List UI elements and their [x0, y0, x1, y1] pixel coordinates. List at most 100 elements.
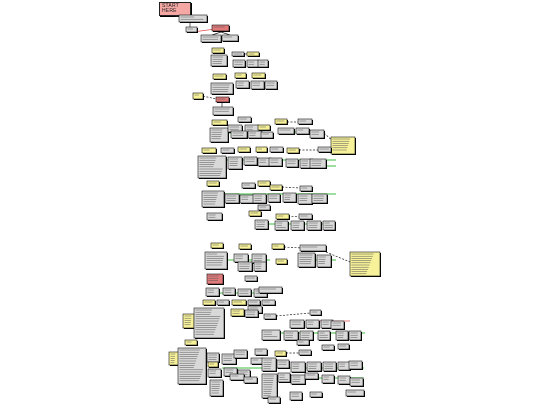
node-box[interactable]	[322, 220, 336, 231]
node-box[interactable]	[304, 372, 319, 380]
node-box[interactable]	[316, 254, 332, 268]
node-box[interactable]	[322, 361, 337, 372]
node-box[interactable]	[298, 349, 312, 356]
node-box[interactable]	[209, 127, 229, 143]
note-box[interactable]	[206, 180, 220, 187]
node-box[interactable]	[252, 193, 267, 204]
node-box[interactable]	[337, 375, 351, 385]
node-box[interactable]	[177, 347, 207, 385]
node-box[interactable]	[297, 252, 316, 268]
node-box[interactable]	[243, 156, 258, 166]
note-box[interactable]	[212, 73, 227, 80]
note-box[interactable]	[286, 147, 300, 154]
node-box[interactable]	[298, 213, 313, 220]
node-box[interactable]	[209, 379, 224, 397]
node-box[interactable]	[237, 288, 252, 297]
red-node[interactable]	[211, 24, 230, 32]
node-box[interactable]	[227, 156, 243, 170]
note-box[interactable]	[211, 47, 225, 54]
note-box[interactable]	[275, 258, 288, 265]
node-box[interactable]	[282, 192, 297, 203]
note-box[interactable]	[238, 243, 252, 250]
node-box[interactable]	[283, 330, 299, 341]
node-box[interactable]	[233, 349, 248, 359]
node-box[interactable]	[309, 129, 325, 139]
node-box[interactable]	[290, 361, 306, 373]
node-box[interactable]	[348, 360, 363, 370]
node-box[interactable]	[297, 118, 313, 125]
node-box[interactable]	[306, 361, 322, 372]
node-box[interactable]	[258, 286, 283, 294]
note-box[interactable]	[275, 213, 290, 220]
node-box[interactable]	[269, 146, 284, 153]
node-box[interactable]	[277, 372, 291, 383]
note-box[interactable]	[274, 118, 288, 125]
node-box[interactable]	[299, 330, 314, 341]
node-box[interactable]	[321, 374, 335, 384]
node-box[interactable]	[299, 185, 313, 192]
node-box[interactable]	[210, 54, 228, 67]
node-box[interactable]	[311, 193, 328, 204]
node-box[interactable]	[210, 82, 234, 95]
node-box[interactable]	[295, 127, 310, 135]
node-box[interactable]	[289, 319, 305, 329]
node-box[interactable]	[335, 330, 349, 341]
node-box[interactable]	[201, 190, 225, 208]
node-box[interactable]	[261, 373, 278, 399]
node-box[interactable]	[257, 204, 271, 211]
node-box[interactable]	[290, 374, 306, 385]
node-box[interactable]	[216, 299, 230, 306]
note-box[interactable]	[182, 313, 195, 329]
node-box[interactable]	[321, 344, 335, 351]
node-box[interactable]	[330, 320, 345, 330]
note-box[interactable]	[210, 242, 224, 249]
node-box[interactable]	[204, 251, 228, 270]
red-node[interactable]	[215, 96, 230, 103]
node-box[interactable]	[267, 193, 281, 203]
node-box[interactable]	[299, 244, 327, 252]
note-box[interactable]	[257, 124, 271, 131]
node-box[interactable]	[250, 80, 265, 90]
node-box[interactable]	[309, 158, 327, 169]
node-box[interactable]	[309, 391, 323, 398]
node-box[interactable]	[261, 357, 277, 372]
note-box[interactable]	[271, 243, 285, 250]
note-box[interactable]	[234, 72, 247, 79]
node-box[interactable]	[237, 116, 252, 123]
node-box[interactable]	[224, 193, 240, 204]
node-box[interactable]	[277, 127, 295, 135]
node-box[interactable]	[254, 219, 269, 230]
note-box[interactable]	[211, 119, 228, 126]
node-box[interactable]	[285, 158, 299, 168]
node-box[interactable]	[205, 287, 220, 297]
note-box[interactable]	[257, 180, 271, 187]
note-box[interactable]	[184, 339, 198, 346]
node-box[interactable]	[243, 376, 258, 384]
node-box[interactable]	[235, 80, 250, 89]
note-box[interactable]	[201, 147, 217, 154]
node-box[interactable]	[268, 157, 283, 167]
node-box[interactable]	[185, 26, 198, 33]
node-box[interactable]	[230, 130, 248, 139]
note-box[interactable]	[349, 251, 381, 277]
node-box[interactable]	[206, 212, 223, 221]
node-box[interactable]	[222, 287, 236, 296]
node-box[interactable]	[247, 299, 261, 306]
note-box[interactable]	[248, 210, 262, 217]
red-node[interactable]	[206, 273, 224, 285]
node-box[interactable]	[178, 14, 208, 23]
node-box[interactable]	[254, 348, 268, 356]
node-box[interactable]	[237, 261, 253, 272]
node-box[interactable]	[349, 377, 364, 387]
node-box[interactable]	[253, 261, 267, 272]
note-box[interactable]	[237, 146, 251, 153]
note-box[interactable]	[207, 361, 219, 368]
node-box[interactable]	[337, 343, 350, 350]
node-box[interactable]	[220, 147, 235, 154]
node-box[interactable]	[261, 299, 276, 306]
note-box[interactable]	[255, 146, 268, 153]
node-box[interactable]	[297, 193, 313, 205]
note-box[interactable]	[231, 299, 247, 306]
node-box[interactable]	[305, 319, 320, 329]
node-box[interactable]	[229, 373, 245, 381]
